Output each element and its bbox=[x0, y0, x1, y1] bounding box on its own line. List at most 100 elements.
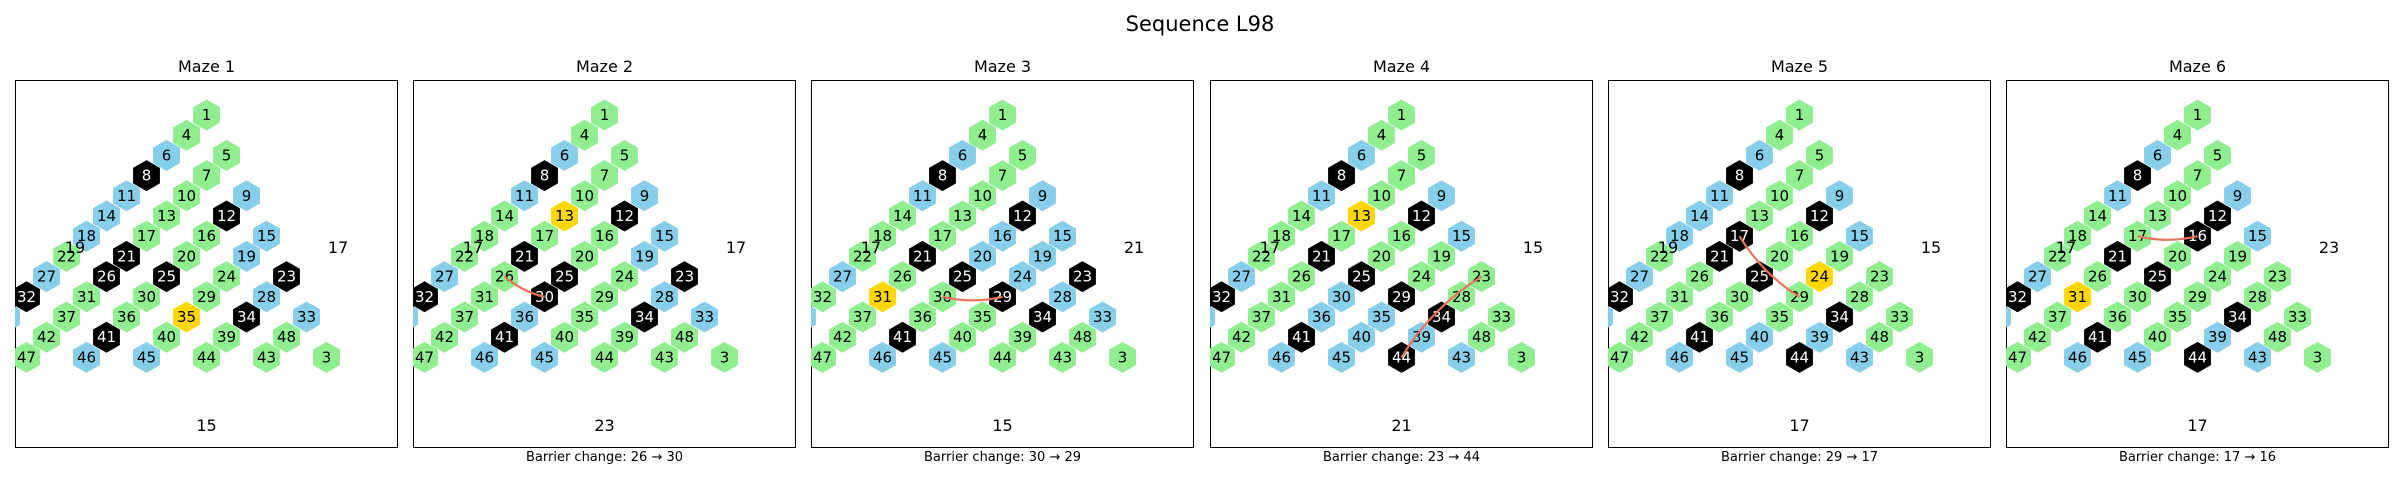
hex-cell-label: 13 bbox=[1352, 207, 1371, 225]
hex-cell bbox=[113, 180, 140, 212]
hex-cell bbox=[2124, 281, 2151, 313]
hex-cell bbox=[909, 240, 936, 272]
hex-cell-label: 39 bbox=[1013, 328, 1032, 346]
hex-cell bbox=[2264, 261, 2291, 293]
hex-cell bbox=[153, 321, 180, 353]
hex-cell-label: 41 bbox=[2088, 328, 2107, 346]
hex-cell-label: 6 bbox=[560, 146, 570, 164]
hex-cell bbox=[1408, 200, 1435, 232]
hex-cell-label: 19 bbox=[1830, 247, 1849, 265]
hex-cell bbox=[431, 321, 458, 353]
hex-cell-label: 25 bbox=[555, 268, 574, 286]
hex-cell-label: 12 bbox=[1013, 207, 1032, 225]
hex-cell bbox=[1328, 160, 1355, 192]
hex-cell-label: 45 bbox=[137, 348, 156, 366]
hex-cell bbox=[73, 341, 100, 373]
hex-cell-label: 47 bbox=[813, 348, 832, 366]
hex-cell bbox=[1009, 321, 1036, 353]
hex-cell bbox=[571, 240, 598, 272]
hex-cell bbox=[1686, 261, 1713, 293]
barrier-change-path bbox=[2137, 235, 2198, 241]
hex-cell bbox=[133, 341, 160, 373]
hex-cell bbox=[1608, 281, 1633, 313]
hex-cell-label: 8 bbox=[142, 167, 152, 185]
hex-cell-label: 33 bbox=[2288, 308, 2307, 326]
hex-cell bbox=[1666, 281, 1693, 313]
hex-cell-label: 40 bbox=[953, 328, 972, 346]
hex-cell bbox=[2006, 306, 2011, 328]
hex-cell bbox=[1388, 160, 1415, 192]
hex-cell bbox=[1608, 341, 1633, 373]
hex-cell-label: 44 bbox=[993, 348, 1012, 366]
hex-cell bbox=[551, 139, 578, 171]
hex-cell-label: 32 bbox=[415, 288, 434, 306]
hex-cell bbox=[1029, 180, 1056, 212]
hex-cell-label: 38 bbox=[15, 308, 16, 326]
hex-cell-label: 42 bbox=[37, 328, 56, 346]
hex-cell-label: 33 bbox=[1492, 308, 1511, 326]
hex-cell bbox=[193, 160, 220, 192]
hex-cell-label: 27 bbox=[833, 268, 852, 286]
hex-cell bbox=[1886, 301, 1913, 333]
hex-cell-label: 33 bbox=[1890, 308, 1909, 326]
hex-cell bbox=[15, 281, 40, 313]
hex-cell bbox=[949, 200, 976, 232]
hex-cell bbox=[1508, 341, 1535, 373]
hex-cell bbox=[1766, 180, 1793, 212]
hex-cell bbox=[949, 321, 976, 353]
hex-cell bbox=[253, 281, 280, 313]
hex-cell-label: 38 bbox=[413, 308, 414, 326]
hex-cell bbox=[829, 261, 856, 293]
maze-title: Maze 2 bbox=[575, 57, 634, 76]
hex-cell bbox=[989, 220, 1016, 252]
hex-cell bbox=[471, 281, 498, 313]
side-sum-right: 17 bbox=[328, 238, 348, 257]
hex-cell bbox=[1706, 301, 1733, 333]
hex-cell-label: 41 bbox=[1292, 328, 1311, 346]
hex-cell bbox=[691, 301, 718, 333]
hex-cell bbox=[531, 341, 558, 373]
hex-cell bbox=[1488, 301, 1515, 333]
hex-cell bbox=[2244, 281, 2271, 313]
barrier-change-caption: Barrier change: 23 → 44 bbox=[1322, 450, 1481, 465]
hex-cell-label: 36 bbox=[1312, 308, 1331, 326]
barrier-change-caption: Barrier change: 26 → 30 bbox=[525, 450, 684, 465]
side-sum-bottom: 15 bbox=[992, 416, 1012, 435]
hex-cell-label: 12 bbox=[1810, 207, 1829, 225]
hex-cell bbox=[869, 281, 896, 313]
hex-cell bbox=[511, 240, 538, 272]
hex-cell bbox=[1069, 261, 1096, 293]
hex-cell-label: 19 bbox=[635, 247, 654, 265]
hex-cell bbox=[1228, 261, 1255, 293]
hex-cell bbox=[451, 240, 478, 272]
hex-cell bbox=[591, 281, 618, 313]
maze-title: Maze 5 bbox=[1770, 57, 1829, 76]
hex-cell-label: 21 bbox=[1312, 247, 1331, 265]
hex-cell-label: 37 bbox=[57, 308, 76, 326]
hex-cell bbox=[1009, 139, 1036, 171]
hex-cell bbox=[2044, 301, 2071, 333]
hex-cell-label: 42 bbox=[1232, 328, 1251, 346]
hex-cell-label: 18 bbox=[1670, 227, 1689, 245]
hex-cell-label: 40 bbox=[1750, 328, 1769, 346]
hex-cell-label: 37 bbox=[1650, 308, 1669, 326]
barrier-change-path bbox=[942, 295, 1003, 302]
hex-cell bbox=[1210, 341, 1235, 373]
hex-cell-label: 7 bbox=[998, 167, 1008, 185]
hex-cell-label: 9 bbox=[242, 187, 252, 205]
hex-cell-label: 10 bbox=[973, 187, 992, 205]
hex-cell-label: 43 bbox=[1850, 348, 1869, 366]
hex-cell-label: 13 bbox=[555, 207, 574, 225]
hex-cell bbox=[193, 341, 220, 373]
hex-cell-label: 31 bbox=[873, 288, 892, 306]
hex-cell bbox=[1806, 321, 1833, 353]
hex-cell-label: 31 bbox=[475, 288, 494, 306]
hex-cell-label: 15 bbox=[1053, 227, 1072, 245]
hex-cell bbox=[829, 321, 856, 353]
side-sum-right: 17 bbox=[726, 238, 746, 257]
hex-cell bbox=[1866, 321, 1893, 353]
hex-cell-label: 7 bbox=[202, 167, 212, 185]
hex-cell bbox=[1866, 261, 1893, 293]
